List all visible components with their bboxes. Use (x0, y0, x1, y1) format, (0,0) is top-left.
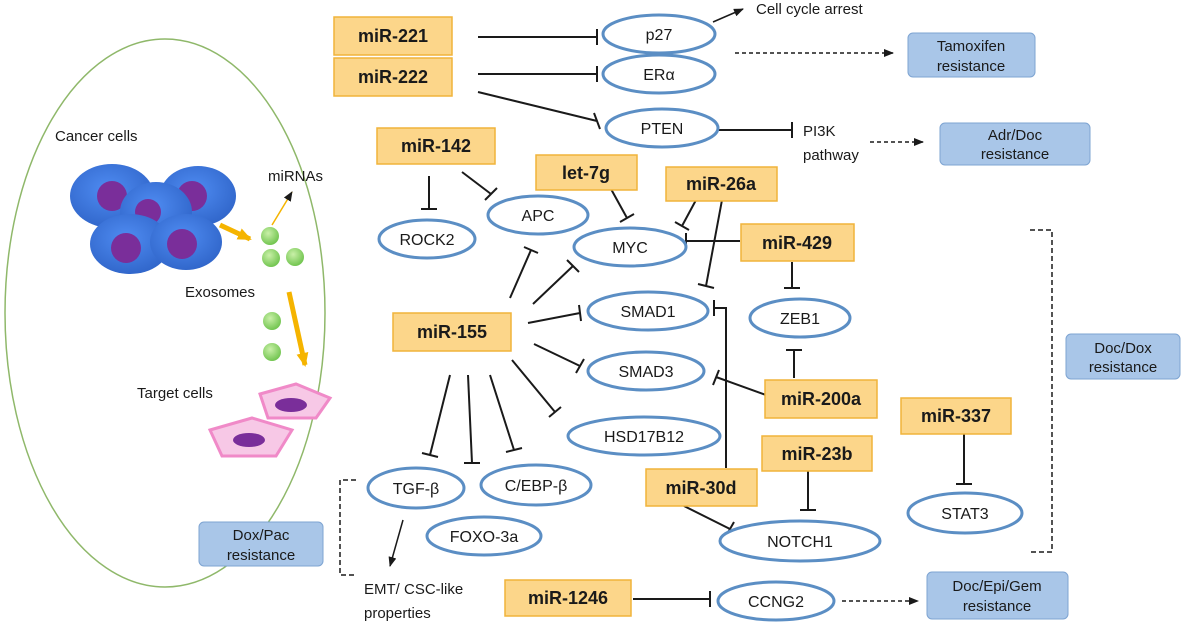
svg-text:resistance: resistance (981, 146, 1049, 163)
p27-node[interactable]: p27 (601, 13, 717, 55)
mir-200a-node[interactable]: miR-200a (764, 379, 878, 419)
svg-text:resistance: resistance (227, 547, 295, 564)
svg-text:Doc/Dox: Doc/Dox (1094, 340, 1152, 357)
mirnas-label: miRNAs (268, 168, 323, 185)
mir-337-node[interactable]: miR-337 (900, 397, 1012, 435)
apc-node[interactable]: APC (486, 194, 590, 236)
hsd17b12-node[interactable]: HSD17B12 (566, 415, 722, 457)
svg-text:resistance: resistance (1089, 359, 1157, 376)
svg-text:miR-200a: miR-200a (781, 389, 862, 409)
target-cell (207, 416, 295, 458)
svg-text:Doc/Epi/Gem: Doc/Epi/Gem (952, 578, 1041, 595)
doc-dox-resistance-box[interactable]: Doc/Dox resistance (1065, 333, 1181, 380)
svg-text:miR-30d: miR-30d (665, 478, 736, 498)
cancer-cell (150, 214, 222, 270)
adr-doc-resistance-box[interactable]: Adr/Doc resistance (939, 122, 1091, 166)
mir-142-node[interactable]: miR-142 (376, 127, 496, 165)
svg-text:resistance: resistance (937, 58, 1005, 75)
notch1-node[interactable]: NOTCH1 (718, 519, 882, 563)
mirna-release-arrow (271, 191, 293, 226)
mir-222-node[interactable]: miR-222 (333, 57, 453, 97)
svg-text:miR-222: miR-222 (358, 67, 428, 87)
svg-text:APC: APC (522, 208, 555, 225)
svg-text:PTEN: PTEN (641, 121, 684, 138)
mir-155-node[interactable]: miR-155 (392, 312, 512, 352)
svg-text:FOXO-3a: FOXO-3a (450, 529, 519, 546)
exosome-group (261, 227, 304, 361)
pi3k-label-line1: PI3K (803, 123, 836, 140)
svg-text:ZEB1: ZEB1 (780, 311, 820, 328)
svg-text:Adr/Doc: Adr/Doc (988, 127, 1043, 144)
outcome-labels: Cell cycle arrest PI3K pathway EMT/ CSC-… (364, 1, 864, 622)
dox-pac-resistance-box[interactable]: Dox/Pac resistance (198, 521, 324, 567)
svg-text:HSD17B12: HSD17B12 (604, 429, 684, 446)
mir-1246-node[interactable]: miR-1246 (504, 579, 632, 617)
exosome-transfer-inset: Cancer cells m (4, 38, 333, 588)
pi3k-label-line2: pathway (803, 147, 859, 164)
svg-text:SMAD3: SMAD3 (618, 364, 673, 381)
svg-text:let-7g: let-7g (562, 163, 610, 183)
era-node[interactable]: ERα (601, 53, 717, 95)
svg-text:NOTCH1: NOTCH1 (767, 534, 833, 551)
svg-text:p27: p27 (646, 27, 673, 44)
smad3-node[interactable]: SMAD3 (586, 350, 706, 392)
cancer-cells-label: Cancer cells (55, 128, 138, 145)
svg-text:Tamoxifen: Tamoxifen (937, 38, 1005, 55)
inset-border (4, 38, 326, 588)
target-cells-label: Target cells (137, 385, 213, 402)
mirna-nodes: miR-221 miR-222 miR-142 let-7g miR-26a m… (333, 16, 1012, 617)
target-cell (258, 382, 333, 420)
ccng2-node[interactable]: CCNG2 (716, 580, 836, 622)
emt-label-line2: properties (364, 605, 431, 622)
emt-label-line1: EMT/ CSC-like (364, 581, 463, 598)
target-nodes: p27 ERα PTEN ROCK2 APC MYC SMAD1 ZEB1 (366, 13, 1024, 622)
rock2-node[interactable]: ROCK2 (377, 218, 477, 260)
cebpb-node[interactable]: C/EBP-β (479, 463, 593, 507)
pten-node[interactable]: PTEN (604, 107, 720, 149)
mir-23b-node[interactable]: miR-23b (761, 435, 873, 472)
svg-text:miR-429: miR-429 (762, 233, 832, 253)
svg-text:miR-155: miR-155 (417, 322, 487, 342)
svg-text:miR-337: miR-337 (921, 406, 991, 426)
secretion-arrow (218, 222, 252, 242)
svg-text:SMAD1: SMAD1 (620, 304, 675, 321)
svg-text:ROCK2: ROCK2 (399, 232, 454, 249)
svg-text:TGF-β: TGF-β (393, 481, 440, 498)
myc-node[interactable]: MYC (572, 226, 688, 268)
cancer-cell (90, 214, 170, 274)
foxo3a-node[interactable]: FOXO-3a (425, 515, 543, 557)
mir-221-node[interactable]: miR-221 (333, 16, 453, 56)
let-7g-node[interactable]: let-7g (535, 154, 638, 191)
doc-epi-gem-resistance-box[interactable]: Doc/Epi/Gem resistance (926, 571, 1069, 620)
svg-text:ERα: ERα (643, 67, 674, 84)
connectors (339, 8, 1053, 607)
mir-429-node[interactable]: miR-429 (740, 223, 855, 262)
exosomes-label: Exosomes (185, 284, 255, 301)
mir-30d-node[interactable]: miR-30d (645, 468, 758, 507)
svg-text:miR-1246: miR-1246 (528, 588, 608, 608)
svg-text:miR-221: miR-221 (358, 26, 428, 46)
uptake-arrow (286, 291, 309, 367)
svg-text:miR-23b: miR-23b (781, 444, 852, 464)
svg-text:C/EBP-β: C/EBP-β (505, 478, 568, 495)
svg-text:resistance: resistance (963, 598, 1031, 615)
svg-text:miR-142: miR-142 (401, 136, 471, 156)
mir-26a-node[interactable]: miR-26a (665, 166, 778, 202)
svg-text:Dox/Pac: Dox/Pac (233, 527, 290, 544)
svg-text:MYC: MYC (612, 240, 648, 257)
smad1-node[interactable]: SMAD1 (586, 290, 710, 332)
cell-cycle-arrest-label: Cell cycle arrest (756, 1, 864, 18)
tamoxifen-resistance-box[interactable]: Tamoxifen resistance (907, 32, 1036, 78)
svg-text:miR-26a: miR-26a (686, 174, 757, 194)
stat3-node[interactable]: STAT3 (906, 491, 1024, 535)
zeb1-node[interactable]: ZEB1 (748, 297, 852, 339)
svg-text:STAT3: STAT3 (941, 506, 989, 523)
tgfb-node[interactable]: TGF-β (366, 466, 466, 510)
cancer-cell-cluster (70, 164, 236, 274)
svg-text:CCNG2: CCNG2 (748, 594, 804, 611)
resistance-nodes: Tamoxifen resistance Adr/Doc resistance … (198, 32, 1181, 620)
